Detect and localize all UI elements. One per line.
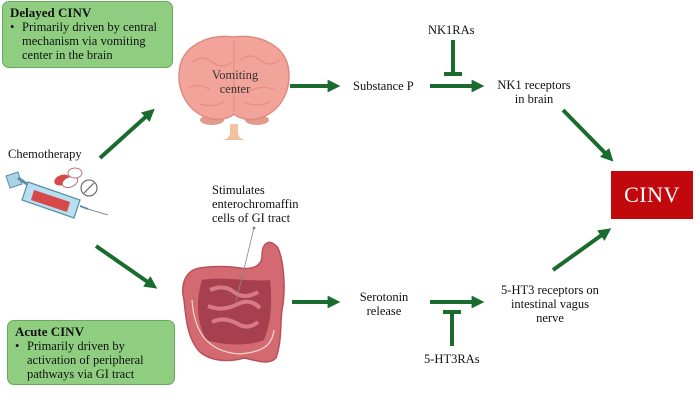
arrow-5ht3-to-cinv (551, 228, 612, 272)
bullet-dot: • (15, 339, 20, 353)
arrow-chemo-to-gi (94, 244, 158, 289)
acute-cinv-bullet: • Primarily driven by activation of peri… (15, 339, 167, 381)
delayed-cinv-title: Delayed CINV (10, 5, 92, 20)
brain-icon (178, 35, 290, 140)
acute-cinv-box: Acute CINV • Primarily driven by activat… (7, 320, 175, 385)
chemotherapy-label: Chemotherapy (8, 147, 82, 161)
5ht3-receptors-label: 5-HT3 receptors on intestinal vagus nerv… (501, 283, 599, 325)
delayed-cinv-box: Delayed CINV • Primarily driven by centr… (2, 1, 173, 68)
delayed-cinv-bullet: • Primarily driven by central mechanism … (10, 20, 165, 62)
delayed-cinv-text: Primarily driven by central mechanism vi… (22, 20, 158, 62)
inhibitor-nk1ras (444, 40, 462, 76)
cinv-box: CINV (611, 171, 693, 219)
vomiting-center-label: Vomiting center (211, 68, 259, 96)
acute-cinv-title: Acute CINV (15, 324, 84, 339)
cinv-label: CINV (624, 182, 680, 207)
arrow-chemo-to-brain (98, 108, 155, 160)
inhibitor-5ht3ras (443, 310, 461, 346)
bullet-dot: • (10, 20, 15, 34)
syringe-icon (5, 171, 109, 219)
serotonin-release-label: Serotonin release (359, 290, 409, 318)
pill-icon (54, 167, 98, 197)
arrow-nk1-to-cinv (561, 108, 614, 162)
nk1-receptors-label: NK1 receptors in brain (497, 78, 571, 106)
intestine-icon (182, 226, 285, 363)
substance-p-label: Substance P (353, 79, 414, 93)
acute-cinv-text: Primarily driven by activation of periph… (27, 339, 144, 381)
stimulates-ec-label: Stimulates enterochromaffin cells of GI … (212, 183, 299, 225)
nk1ras-label: NK1RAs (428, 23, 475, 37)
5ht3ras-label: 5-HT3RAs (424, 352, 480, 366)
